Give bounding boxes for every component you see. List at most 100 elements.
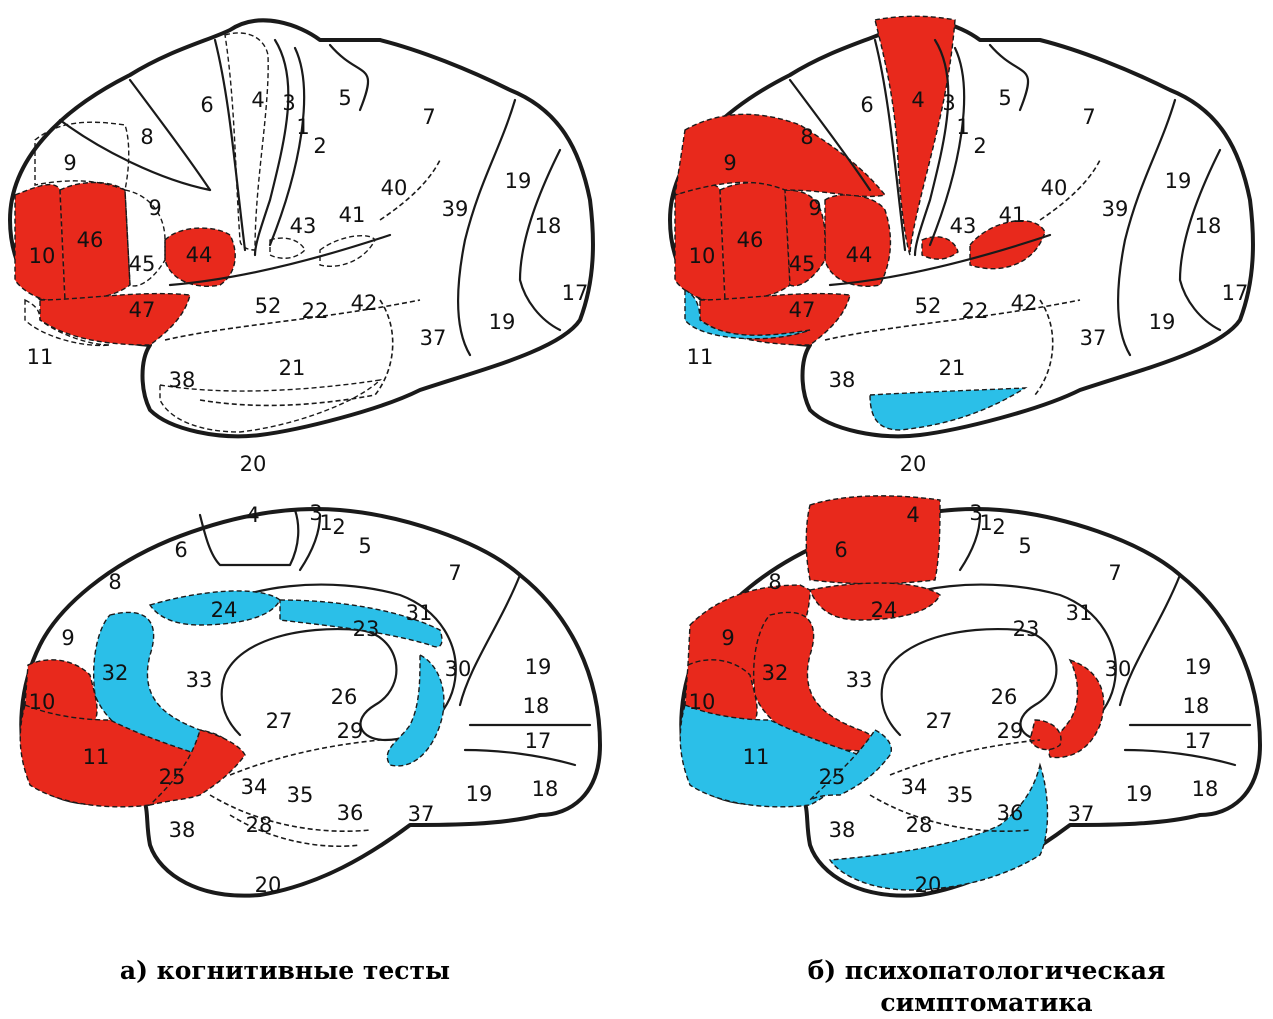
area-label: 4: [906, 503, 919, 527]
area-label: 34: [241, 775, 268, 799]
area-label: 1: [319, 511, 332, 535]
panel-a-medial: [20, 509, 600, 896]
area-label: 42: [1011, 291, 1038, 315]
area-label: 5: [1018, 534, 1031, 558]
area-label: 19: [505, 169, 532, 193]
area-label: 5: [998, 86, 1011, 110]
area-label: 9: [63, 151, 76, 175]
area-label: 6: [834, 538, 847, 562]
area-label: 28: [246, 813, 273, 837]
area-label: 4: [246, 503, 259, 527]
area-label: 9: [723, 151, 736, 175]
area-label: 41: [339, 203, 366, 227]
area-label: 37: [420, 326, 447, 350]
area-10: [15, 185, 65, 302]
area-label: 37: [408, 802, 435, 826]
area-label: 33: [186, 668, 213, 692]
area-label: 26: [991, 685, 1018, 709]
area-label: 11: [27, 345, 54, 369]
area-label: 19: [1126, 782, 1153, 806]
area-label: 29: [997, 719, 1024, 743]
area-label: 8: [768, 570, 781, 594]
caption-b-line1: б) психопатологическая: [808, 956, 1166, 985]
area-label: 6: [200, 93, 213, 117]
area-label: 46: [77, 228, 104, 252]
area-label: 32: [762, 661, 789, 685]
area-label: 31: [1066, 601, 1093, 625]
area-label: 3: [942, 91, 955, 115]
area-label: 36: [997, 801, 1024, 825]
area-label: 11: [687, 345, 714, 369]
area-label: 2: [332, 515, 345, 539]
area-label: 9: [721, 626, 734, 650]
area-label: 10: [689, 244, 716, 268]
area-label: 20: [240, 452, 267, 476]
area-label: 3: [282, 91, 295, 115]
area-label: 10: [29, 244, 56, 268]
area-label: 7: [1108, 561, 1121, 585]
caption-a: а) когнитивные тесты: [0, 955, 570, 987]
area-label: 21: [279, 356, 306, 380]
area-label: 8: [108, 570, 121, 594]
area-label: 19: [1149, 310, 1176, 334]
area-label: 19: [466, 782, 493, 806]
panel-b-medial: [680, 496, 1260, 896]
area-label: 45: [789, 252, 816, 276]
area-label: 24: [211, 598, 238, 622]
area-label: 2: [973, 134, 986, 158]
area-label: 37: [1080, 326, 1107, 350]
area-label: 19: [1185, 655, 1212, 679]
area-label: 47: [789, 298, 816, 322]
area-label: 10: [689, 690, 716, 714]
area-label: 38: [829, 368, 856, 392]
area-label: 32: [102, 661, 129, 685]
caption-a-text: а) когнитивные тесты: [120, 956, 450, 985]
area-label: 26: [331, 685, 358, 709]
area-label: 38: [169, 818, 196, 842]
area-label: 21: [939, 356, 966, 380]
area-label: 17: [1185, 729, 1212, 753]
area-label: 40: [1041, 176, 1068, 200]
area-label: 19: [489, 310, 516, 334]
area-label: 17: [1222, 281, 1249, 305]
caption-b-line2: симптоматика: [880, 988, 1092, 1017]
area-label: 20: [900, 452, 927, 476]
area-label: 37: [1068, 802, 1095, 826]
area-label: 18: [532, 777, 559, 801]
area-label: 22: [962, 299, 989, 323]
area-label: 9: [808, 196, 821, 220]
area-label: 10: [29, 690, 56, 714]
area-label: 45: [129, 252, 156, 276]
area-label: 2: [992, 515, 1005, 539]
area-label: 18: [523, 694, 550, 718]
area-label: 30: [445, 657, 472, 681]
area-label: 7: [448, 561, 461, 585]
area-label: 18: [535, 214, 562, 238]
area-label: 17: [525, 729, 552, 753]
area-label: 34: [901, 775, 928, 799]
area-label: 52: [915, 294, 942, 318]
area-label: 46: [737, 228, 764, 252]
area-label: 24: [871, 598, 898, 622]
area-label: 20: [255, 873, 282, 897]
area-label: 41: [999, 203, 1026, 227]
area-label: 19: [525, 655, 552, 679]
area-label: 6: [860, 93, 873, 117]
area-label: 25: [819, 765, 846, 789]
area-label: 30: [1105, 657, 1132, 681]
area-44: [825, 195, 890, 286]
area-label: 43: [290, 214, 317, 238]
area-label: 29: [337, 719, 364, 743]
area-label: 2: [313, 134, 326, 158]
area-label: 38: [829, 818, 856, 842]
area-10: [675, 185, 725, 302]
area-label: 4: [251, 88, 264, 112]
area-label: 1: [956, 115, 969, 139]
area-label: 11: [83, 745, 110, 769]
area-label: 1: [296, 115, 309, 139]
area-4: [806, 496, 940, 584]
area-label: 18: [1195, 214, 1222, 238]
area-label: 47: [129, 298, 156, 322]
area-label: 40: [381, 176, 408, 200]
